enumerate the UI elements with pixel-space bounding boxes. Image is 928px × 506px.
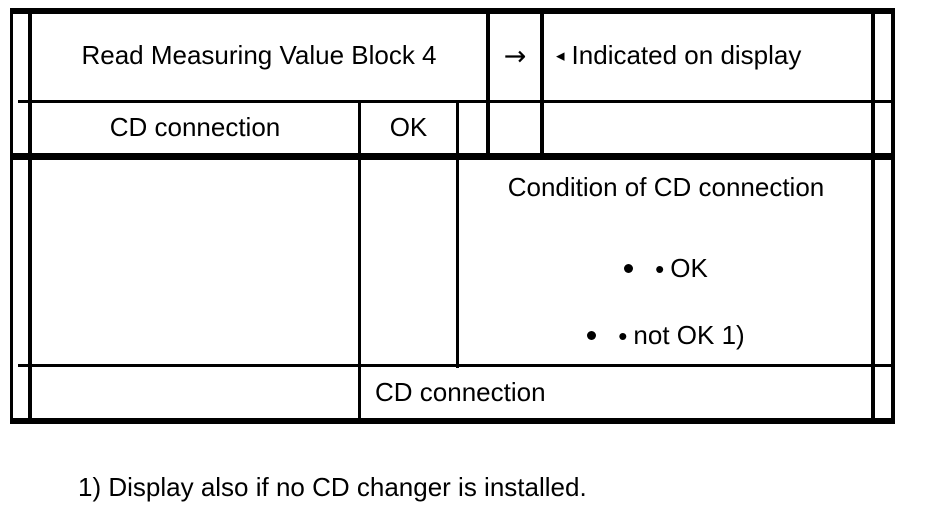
bullet-marker-icon: • xyxy=(655,253,665,284)
condition-bullet-ok-label: OK xyxy=(670,253,708,283)
cell-condition-blank-left xyxy=(32,160,358,364)
divider-name-value-body xyxy=(358,156,361,424)
cell-row3-right-gutter xyxy=(875,160,891,364)
condition-bullet-ok: • OK xyxy=(460,253,872,284)
cell-status-value: OK xyxy=(361,103,456,153)
cell-condition-blank-mid xyxy=(361,160,456,364)
result-label-text: Indicated on display xyxy=(571,40,802,71)
cell-action-label: Read Measuring Value Block 4 xyxy=(32,12,486,100)
cell-result-label: ◂ Indicated on display xyxy=(544,12,871,100)
bullet-marker-icon: • xyxy=(618,320,628,351)
condition-title: Condition of CD connection xyxy=(507,172,825,202)
cell-row4-right-gutter xyxy=(875,367,891,418)
divider-right-gutter xyxy=(871,8,875,424)
bullet-dot-icon xyxy=(624,264,634,273)
condition-block: Condition of CD connection • OK • not OK… xyxy=(460,160,872,362)
status-value-text: OK xyxy=(389,112,428,143)
caption-label-text: CD connection xyxy=(375,376,546,407)
cell-row2-spacer-b xyxy=(490,103,540,153)
divider-value-spacer-row2 xyxy=(456,100,459,160)
cell-caption-label: CD connection xyxy=(361,367,871,418)
divider-header-body-thick xyxy=(10,153,895,160)
bullet-dot-icon xyxy=(587,331,597,340)
table-top-border xyxy=(10,8,895,14)
divider-action-arrow xyxy=(486,8,490,160)
cell-arrow: → xyxy=(490,12,540,100)
cell-row1-right-gutter xyxy=(875,12,891,100)
divider-arrow-result xyxy=(540,8,544,160)
left-triangle-icon: ◂ xyxy=(556,45,565,66)
cell-row2-spacer-c xyxy=(544,103,871,153)
action-label-text: Read Measuring Value Block 4 xyxy=(81,40,437,71)
condition-bullet-not-ok: • not OK 1) xyxy=(460,320,872,351)
condition-bullet-not-ok-label: not OK 1) xyxy=(633,320,745,350)
procedure-table: Read Measuring Value Block 4 → ◂ Indicat… xyxy=(10,8,895,424)
cell-row2-right-gutter xyxy=(875,103,891,153)
cell-status-name: CD connection xyxy=(32,103,358,153)
divider-left-gutter xyxy=(28,8,32,424)
divider-name-value-row2 xyxy=(358,100,361,160)
border-left-outer xyxy=(10,8,13,424)
border-right-outer xyxy=(891,8,895,424)
right-arrow-icon: → xyxy=(503,40,527,72)
cell-row2-spacer-a xyxy=(459,103,486,153)
status-name-text: CD connection xyxy=(109,112,281,143)
table-bottom-border xyxy=(10,418,895,424)
divider-condition-left xyxy=(456,156,459,368)
cell-caption-blank-left xyxy=(32,367,358,418)
footnote-text: 1) Display also if no CD changer is inst… xyxy=(78,472,587,502)
